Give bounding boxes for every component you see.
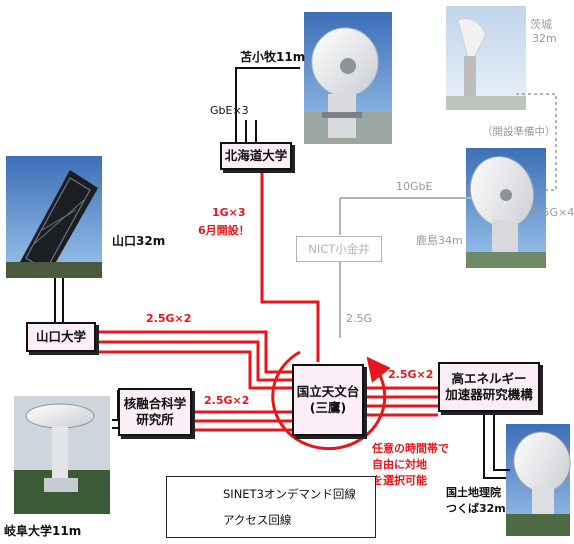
node-hokkaido-label: 北海道大学 <box>224 148 288 164</box>
label-gsi-1: 国土地理院 <box>446 486 501 499</box>
label-kek-link: 2.5G×2 <box>388 368 434 381</box>
hokkaido-naoj-link <box>260 170 320 362</box>
label-kashima-link: 2.5G×4 <box>532 206 574 219</box>
label-tomakomai: 苫小牧11m <box>240 50 306 64</box>
node-yamaguchi-label: 山口大学 <box>35 329 86 345</box>
node-kek-label-2: 加速器研究機構 <box>445 387 533 402</box>
gifu-telescope-photo <box>14 396 110 514</box>
label-nict-link: 2.5G <box>346 312 373 325</box>
node-naoj-label-2: (三鷹) <box>309 400 347 415</box>
label-ondemand-1: 任意の時間帯で <box>372 442 449 455</box>
ibaraki-kashima-dotted-link <box>516 93 557 191</box>
label-yamaguchi-link: 2.5G×2 <box>146 312 192 325</box>
kashima-telescope-photo <box>466 148 546 268</box>
legend-sinet-label: SINET3オンデマンド回線 <box>223 487 356 501</box>
label-preparing: （開設準備中） <box>482 126 556 138</box>
label-gsi-2: つくば32m <box>446 502 506 515</box>
node-nifs: 核融合科学 研究所 <box>118 388 192 436</box>
ondemand-arc-arrow <box>271 350 391 451</box>
label-ibaraki-2: 32m <box>532 32 557 45</box>
label-nifs-link: 2.5G×2 <box>204 394 250 407</box>
access-links <box>54 67 510 479</box>
kek-gsi-link <box>483 412 506 479</box>
label-hokkaido-link-1: 1G×3 <box>212 206 246 219</box>
node-nifs-label-1: 核融合科学 <box>123 396 187 412</box>
label-kashima: 鹿島34m <box>416 234 463 247</box>
ibaraki-telescope-photo <box>446 6 526 110</box>
node-nict-label: NICT小金井 <box>308 241 370 256</box>
node-kek: 高エネルギー 加速器研究機構 <box>438 362 540 412</box>
label-hokkaido-link-2: 6月開設！ <box>198 224 250 237</box>
node-naoj-mitaka: 国立天文台 (三鷹) <box>292 364 364 436</box>
label-gifu: 岐阜大学11m <box>4 524 82 538</box>
node-yamaguchi-univ: 山口大学 <box>26 322 96 352</box>
legend: SINET3オンデマンド回線 アクセス回線 <box>166 476 376 538</box>
label-10gbe: 10GbE <box>396 180 433 193</box>
node-nict-koganei: NICT小金井 <box>296 236 382 262</box>
planned-links <box>339 93 557 338</box>
yamaguchi-telescope-photo <box>6 156 102 278</box>
label-ondemand-3: を選択可能 <box>372 474 427 487</box>
tomakomai-hokkaido-link <box>235 67 300 142</box>
label-ibaraki-1: 茨城 <box>530 18 552 31</box>
node-kek-label-1: 高エネルギー <box>451 371 527 387</box>
node-nifs-label-2: 研究所 <box>136 412 174 427</box>
legend-access-label: アクセス回線 <box>223 513 292 527</box>
label-yamaguchi32: 山口32m <box>112 234 166 248</box>
label-ondemand-2: 自由に対地 <box>372 458 427 471</box>
node-hokkaido-univ: 北海道大学 <box>220 142 292 170</box>
node-naoj-label-1: 国立天文台 <box>296 384 360 400</box>
tomakomai-telescope-photo <box>304 12 392 144</box>
label-gbe3: GbE×3 <box>210 104 249 117</box>
gsi-tsukuba-telescope-photo <box>506 424 571 536</box>
